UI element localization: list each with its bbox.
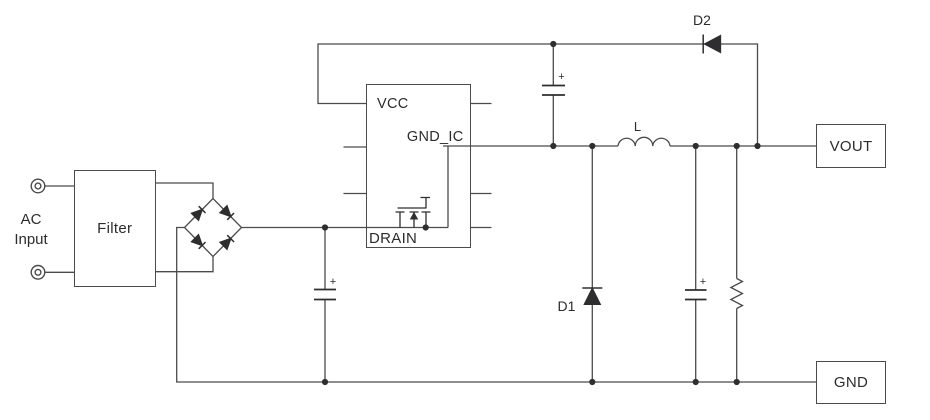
gnd-label: GND: [833, 373, 869, 391]
mosfet-gate-lead: [420, 196, 430, 208]
mosfet-symbol: [395, 196, 431, 228]
ic-right-pin-stubs: [470, 102, 492, 229]
polarity-marks: + + +: [330, 71, 706, 288]
diode-d1-label: D1: [557, 297, 576, 314]
ac-terminal-bottom: [30, 264, 46, 280]
wire-filter-bridge-top: [155, 182, 214, 199]
vout-label: VOUT: [829, 137, 873, 155]
ac-input-line1: AC: [20, 211, 42, 228]
capacitor-vcc: [542, 84, 565, 96]
capacitor-output: [685, 289, 707, 301]
d1-triangle: [583, 286, 602, 306]
ac-terminal-top: [30, 178, 46, 194]
mosfet-body-arrow: [409, 211, 419, 220]
ac-input-label: AC Input: [8, 210, 54, 250]
bulk-cap-plus: +: [330, 276, 336, 288]
bridge-rectifier-diodes: [190, 204, 235, 251]
gnd-terminal-block: GND: [816, 360, 886, 404]
resistor-load: [729, 277, 744, 310]
wire-filter-bridge-bottom: [155, 256, 214, 273]
ic-pin-gndic-label: GND_IC: [406, 129, 464, 145]
output-cap-plus: +: [700, 276, 706, 288]
inductor-coil: [617, 136, 671, 147]
filter-block: Filter: [74, 170, 156, 287]
bridge-diode-top-right: [218, 204, 235, 221]
junction-dots: [321, 40, 761, 386]
filter-label: Filter: [97, 219, 133, 237]
wire-vcc-loop: [317, 43, 759, 146]
capacitor-bulk: [314, 288, 336, 301]
capacitor-plates: [314, 84, 707, 301]
ac-input-line2: Input: [14, 231, 48, 248]
ic-left-pin-stubs: [343, 146, 366, 195]
ic-pin-drain-label: DRAIN: [369, 230, 418, 247]
diode-d1: [582, 286, 603, 306]
bridge-diamond: [183, 197, 243, 258]
d2-triangle: [703, 34, 722, 54]
vcc-cap-plus: +: [558, 71, 564, 83]
bridge-diode-bottom-right: [218, 234, 235, 251]
bridge-diode-top-left: [190, 205, 207, 222]
controller-ic-block: VCC GND_IC DRAIN: [366, 84, 471, 248]
diode-d2: [702, 34, 722, 54]
diode-d2-label: D2: [693, 12, 711, 28]
ic-pin-vcc-label: VCC: [377, 96, 409, 112]
inductor-label: L: [633, 119, 642, 134]
wire-ground-rail: [176, 226, 816, 383]
bridge-diode-bottom-left: [190, 233, 207, 250]
vout-terminal-block: VOUT: [816, 124, 886, 168]
